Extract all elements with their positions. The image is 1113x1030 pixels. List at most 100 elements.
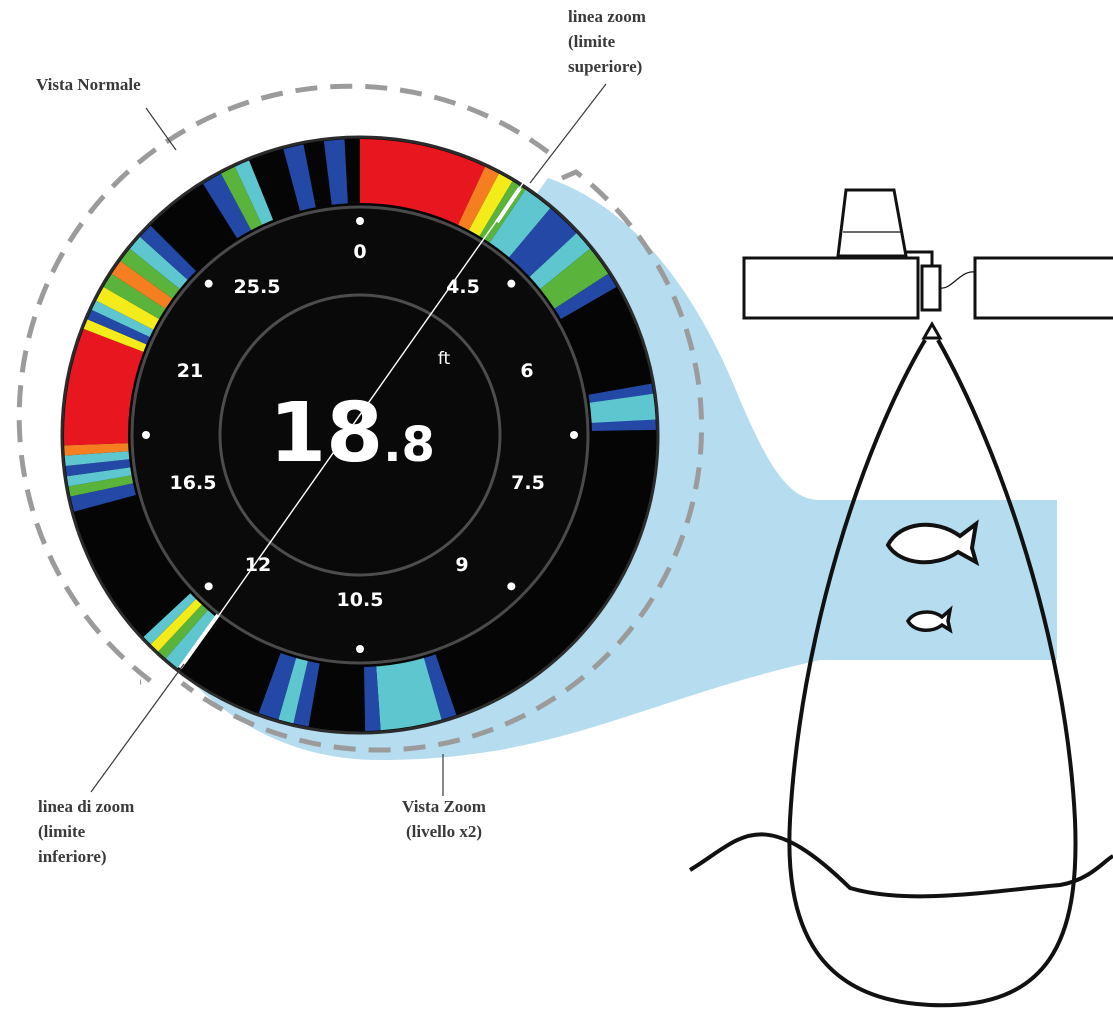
- return-segment-blue: [140, 225, 196, 280]
- zoom-line-lower-highlight: [178, 613, 220, 670]
- return-segment-blue: [258, 653, 297, 720]
- dial-center-ring: [218, 293, 502, 577]
- boat-console: [836, 188, 908, 258]
- zoom-line-upper-highlight: [495, 186, 522, 224]
- scale-label-7-5: 7.5: [511, 472, 545, 494]
- scale-label-12: 12: [245, 554, 271, 576]
- return-segment-cyan: [589, 393, 656, 423]
- return-segment-cyan: [64, 451, 130, 466]
- normal-view-label: Vista Normale: [36, 75, 141, 94]
- return-segment-blue: [509, 208, 577, 277]
- zoom-upper-line-1: linea zoom: [568, 7, 646, 26]
- depth-decimal: .8: [383, 417, 435, 473]
- return-segment-yellow: [150, 599, 202, 652]
- return-segment-green: [540, 248, 609, 309]
- return-segment-orange: [64, 443, 129, 456]
- large-fish-icon: [885, 519, 980, 567]
- scale-dot: [507, 582, 516, 591]
- scale-label-10-5: 10.5: [337, 589, 384, 611]
- zoom-upper-leader: [529, 83, 607, 184]
- return-segment-blue: [554, 273, 617, 319]
- scale-dot: [142, 431, 150, 439]
- return-segment-green: [158, 604, 208, 659]
- zoom-lower-line-3: inferiore): [38, 847, 107, 866]
- dial-rim: [60, 135, 660, 735]
- return-segment-cyan: [91, 300, 154, 337]
- return-segment-yellow: [96, 287, 160, 330]
- normal-view-outline: [16, 83, 550, 685]
- scale-dot: [507, 279, 516, 288]
- scale-dot: [204, 279, 213, 288]
- return-segment-red: [64, 328, 144, 435]
- transducer-tip: [921, 320, 943, 340]
- return-segment-yellow: [468, 173, 513, 237]
- return-segment-cyan: [66, 467, 132, 487]
- scale-dot: [570, 431, 578, 439]
- return-segment-blue: [87, 309, 150, 345]
- return-segment-cyan: [129, 236, 188, 289]
- return-segment-blue: [65, 459, 131, 477]
- transducer-wire: [939, 271, 976, 289]
- zoom-upper-label: linea zoom (limite superiore): [568, 7, 646, 76]
- depth-integer: 18: [269, 386, 383, 481]
- return-segment-blue: [423, 654, 457, 720]
- return-segment-cyan: [234, 160, 274, 225]
- return-segment-yellow: [83, 319, 147, 352]
- return-segment-cyan: [278, 658, 308, 724]
- bottom-line-icon: [688, 832, 1113, 899]
- sonar-returns: [64, 139, 656, 731]
- scale-dot: [356, 217, 364, 225]
- scale-label-6: 6: [520, 360, 533, 382]
- return-segment-blue: [203, 173, 252, 239]
- boat-hull-right: [973, 256, 1113, 320]
- return-segment-red: [360, 139, 486, 225]
- scale-dot: [204, 582, 213, 591]
- return-segment-green: [221, 166, 262, 231]
- boat-icon: [742, 188, 1113, 320]
- return-segment-green: [120, 248, 180, 299]
- zoom-lower-label: linea di zoom (limite inferiore): [38, 797, 134, 866]
- zoom-view-label: Vista Zoom (livello x2): [402, 797, 486, 841]
- return-segment-red: [64, 435, 129, 446]
- zoom-line: [185, 175, 529, 663]
- return-segment-blue: [293, 661, 320, 727]
- return-segment-blue: [364, 666, 381, 731]
- small-fish-icon: [905, 605, 953, 634]
- scale-label-21: 21: [177, 360, 203, 382]
- zoom-upper-line-2: (limite: [568, 32, 616, 51]
- sonar-cone-icon: [787, 338, 1078, 1008]
- zoom-view-line-2: (livello x2): [406, 822, 482, 841]
- transducer-body: [920, 264, 942, 312]
- return-segment-cyan: [529, 233, 591, 289]
- return-segment-cyan: [489, 189, 551, 258]
- scale-label-16-5: 16.5: [170, 472, 217, 494]
- zoom-view-outline: [180, 169, 705, 753]
- return-segment-blue: [323, 139, 348, 205]
- return-segment-cyan: [143, 593, 196, 645]
- zoom-lower-line-1: linea di zoom: [38, 797, 134, 816]
- normal-view-leader: [145, 107, 177, 151]
- zoom-upper-line-3: superiore): [568, 57, 642, 76]
- scale-dots: [142, 217, 578, 653]
- scale-labels: 0 4.5 6 7.5 9 10.5 12 16.5 21 25.5: [170, 241, 545, 611]
- return-segment-orange: [458, 166, 499, 231]
- zoom-lower-line-2: (limite: [38, 822, 86, 841]
- boat-hull-left: [742, 256, 920, 320]
- scale-label-9: 9: [455, 554, 468, 576]
- return-segment-cyan: [376, 658, 442, 731]
- zoom-view-line-1: Vista Zoom: [402, 797, 486, 816]
- depth-unit: ft: [438, 349, 451, 369]
- transducer-icon: [904, 250, 976, 340]
- return-segment-blue: [70, 483, 136, 512]
- return-segment-green: [68, 475, 134, 497]
- return-segment-orange: [111, 261, 173, 309]
- scale-label-25-5: 25.5: [234, 276, 281, 298]
- return-segment-cyan: [165, 610, 218, 669]
- return-segment-blue: [283, 144, 316, 211]
- scale-label-4-5: 4.5: [446, 276, 480, 298]
- transducer-cable: [904, 250, 934, 266]
- depth-readout: 18.8: [269, 386, 435, 481]
- scale-dot: [356, 645, 364, 653]
- scale-label-0: 0: [353, 241, 366, 263]
